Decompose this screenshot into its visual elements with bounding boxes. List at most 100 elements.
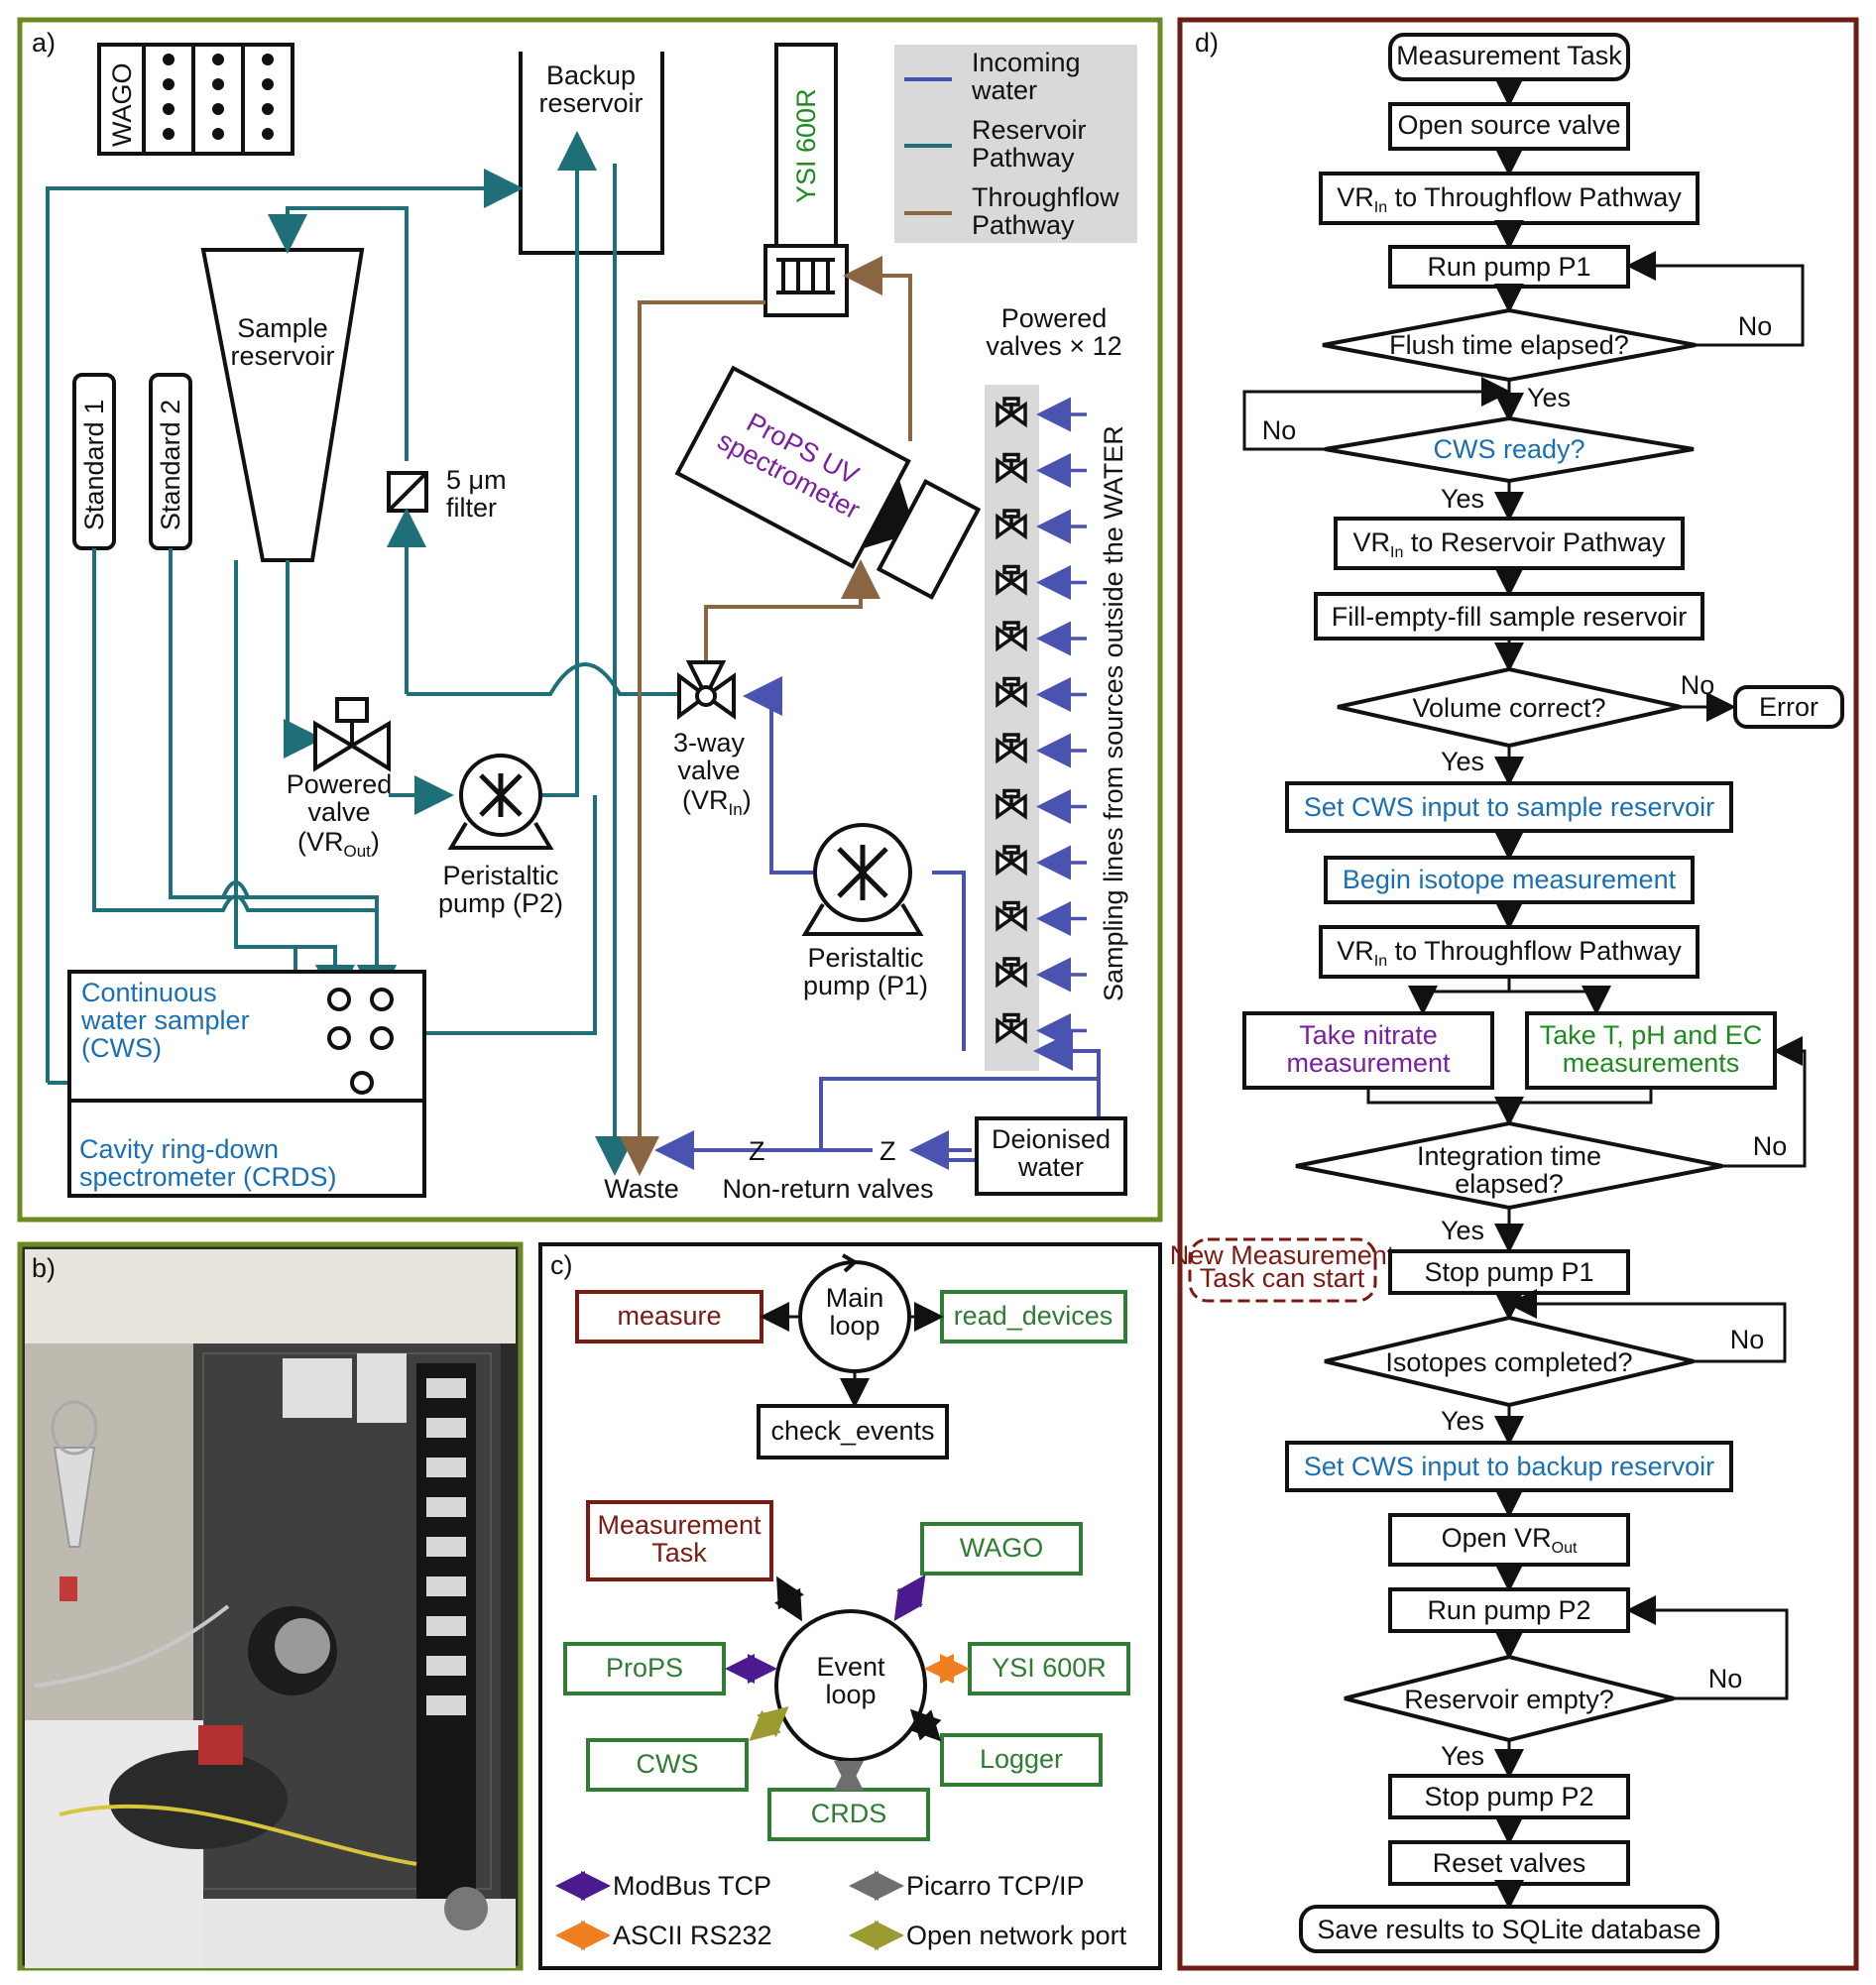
standard-2: Standard 2: [149, 373, 192, 550]
powered-valves-bank: Powered valves × 12 Sampling lines from …: [985, 303, 1128, 1071]
node-cws-backup-reservoir: [1285, 1441, 1733, 1492]
reservoir-no-label: No: [1708, 1664, 1743, 1693]
check-events-label: check_events: [770, 1416, 934, 1446]
decision-integration-time-label-2: elapsed?: [1455, 1169, 1564, 1199]
panel-c-legend: ModBus TCP Picarro TCP/IP ASCII RS232 Op…: [555, 1871, 1127, 1950]
powered-valves-label-2: valves × 12: [986, 331, 1121, 361]
node-cws-backup-reservoir-label: Set CWS input to backup reservoir: [1304, 1452, 1714, 1481]
node-vrin-reservoir: [1334, 517, 1685, 570]
filter: 5 μm filter: [387, 465, 507, 523]
wago-module: WAGO: [97, 43, 294, 156]
measurement-task-node: Measurement Task: [586, 1500, 773, 1581]
event-loop-label-1: Event: [816, 1652, 885, 1682]
standard-2-label: Standard 2: [156, 400, 185, 530]
cws-crds-unit: Continuous water sampler (CWS) Cavity ri…: [67, 970, 426, 1198]
note-new-task-label-1: New Measurement: [1170, 1240, 1395, 1270]
backup-reservoir: Backup reservoir: [519, 52, 664, 255]
panel-d: d) Measurement Task Open source valve VR…: [1170, 17, 1859, 1971]
powered-valve-label-1: Powered: [287, 769, 393, 799]
deionised-label-1: Deionised: [992, 1124, 1111, 1154]
legend-modbus: ModBus TCP: [613, 1871, 771, 1901]
cws-node-label: CWS: [637, 1749, 699, 1779]
ysi-node: YSI 600R: [968, 1642, 1130, 1695]
logger-node: Logger: [940, 1733, 1103, 1787]
powered-valve-label-2: valve: [307, 797, 370, 827]
check-events-node: check_events: [757, 1404, 949, 1460]
measurement-task-label-1: Measurement: [597, 1510, 762, 1540]
legend-throughflow-2: Pathway: [972, 210, 1075, 240]
node-take-nitrate: [1242, 1011, 1494, 1090]
waste-label: Waste: [604, 1174, 679, 1204]
throughflow-lines: [620, 256, 912, 1176]
node-stop-pump-p1: [1388, 1249, 1630, 1295]
crds-label-1: Cavity ring-down: [79, 1134, 279, 1164]
pump-p1-label-1: Peristaltic: [807, 943, 923, 973]
vrout-label: (VROut): [297, 827, 380, 861]
decision-volume-correct-label: Volume correct?: [1412, 693, 1605, 723]
node-run-pump-p1-label: Run pump P1: [1427, 252, 1590, 282]
powered-valve-9: [996, 845, 1087, 880]
node-save-results-label: Save results to SQLite database: [1317, 1915, 1700, 1944]
powered-valves-label-1: Powered: [1001, 303, 1108, 333]
three-way-valve: 3-way valve (VRIn): [673, 660, 752, 819]
powered-valve-8: [996, 788, 1087, 824]
vrin-label: (VRIn): [682, 785, 752, 819]
panel-a: a) WAGO Backup reservoir YSI 600R: [17, 17, 1163, 1223]
powered-valve-12: [996, 1012, 1087, 1048]
non-return-valves: Z Z Non-return valves Waste: [604, 1136, 933, 1204]
pump-p1: Peristaltic pump (P1): [801, 823, 928, 1000]
svg-text:Z: Z: [879, 1136, 896, 1166]
decision-cws-ready-label: CWS ready?: [1433, 434, 1584, 464]
measurement-task-label-2: Task: [651, 1538, 707, 1568]
legend-open-port: Open network port: [906, 1921, 1127, 1950]
isotopes-yes-label: Yes: [1441, 1406, 1484, 1436]
volume-yes-label: Yes: [1441, 747, 1484, 776]
decision-integration-time-label-1: Integration time: [1417, 1141, 1601, 1171]
powered-valve-3: [996, 509, 1087, 544]
deionised-label-2: water: [1017, 1152, 1084, 1182]
legend-reservoir-1: Reservoir: [972, 115, 1087, 145]
event-loop-node: Event loop: [774, 1609, 927, 1762]
node-open-vrout-label: Open VROut: [1442, 1523, 1578, 1557]
cws-node: CWS: [586, 1738, 749, 1792]
decision-flush-time-label: Flush time elapsed?: [1389, 330, 1629, 360]
node-measurement-task-label: Measurement Task: [1396, 41, 1622, 70]
node-vrin-reservoir-label: VRIn to Reservoir Pathway: [1353, 527, 1666, 561]
main-loop-node: Main loop: [798, 1253, 911, 1373]
measure-node: measure: [575, 1290, 763, 1343]
node-error-label: Error: [1759, 692, 1818, 722]
powered-valve-4: [996, 564, 1087, 600]
props-node: ProPS: [563, 1642, 726, 1695]
lab-photo: [25, 1249, 516, 1968]
legend-throughflow-1: Throughflow: [972, 182, 1119, 212]
crds-node-label: CRDS: [811, 1799, 887, 1828]
panel-b: b): [17, 1241, 524, 1971]
measure-label: measure: [617, 1301, 721, 1331]
non-return-label: Non-return valves: [722, 1174, 933, 1204]
powered-valve-vrout: Powered valve (VROut): [287, 697, 393, 861]
powered-valve-11: [996, 957, 1087, 992]
panel-d-label: d): [1195, 28, 1219, 58]
sample-reservoir: Sample reservoir: [200, 248, 365, 562]
legend-incoming-1: Incoming: [972, 48, 1081, 77]
flush-no-label: No: [1738, 311, 1773, 341]
wago-node-label: WAGO: [960, 1533, 1044, 1563]
crds-label-2: spectrometer (CRDS): [79, 1162, 337, 1192]
note-new-task-label-2: Task can start: [1200, 1263, 1365, 1293]
legend-picarro: Picarro TCP/IP: [906, 1871, 1085, 1901]
panel-c-frame: [538, 1242, 1162, 1970]
filter-label-1: 5 μm: [446, 465, 507, 495]
cws-label-1: Continuous: [81, 978, 217, 1007]
panel-d-frame: [1177, 17, 1859, 1971]
isotopes-no-label: No: [1730, 1325, 1765, 1354]
node-fill-empty-fill-label: Fill-empty-fill sample reservoir: [1332, 602, 1688, 632]
panel-c-label: c): [550, 1250, 573, 1280]
pump-p2-label-2: pump (P2): [438, 888, 563, 918]
read-devices-node: read_devices: [940, 1290, 1127, 1343]
node-begin-isotope: [1324, 856, 1695, 904]
sample-reservoir-label-2: reservoir: [230, 341, 334, 371]
node-take-tph-ec-label-2: measurements: [1563, 1048, 1740, 1078]
three-way-label-2: valve: [677, 756, 740, 785]
node-stop-pump-p2-label: Stop pump P2: [1424, 1782, 1593, 1811]
